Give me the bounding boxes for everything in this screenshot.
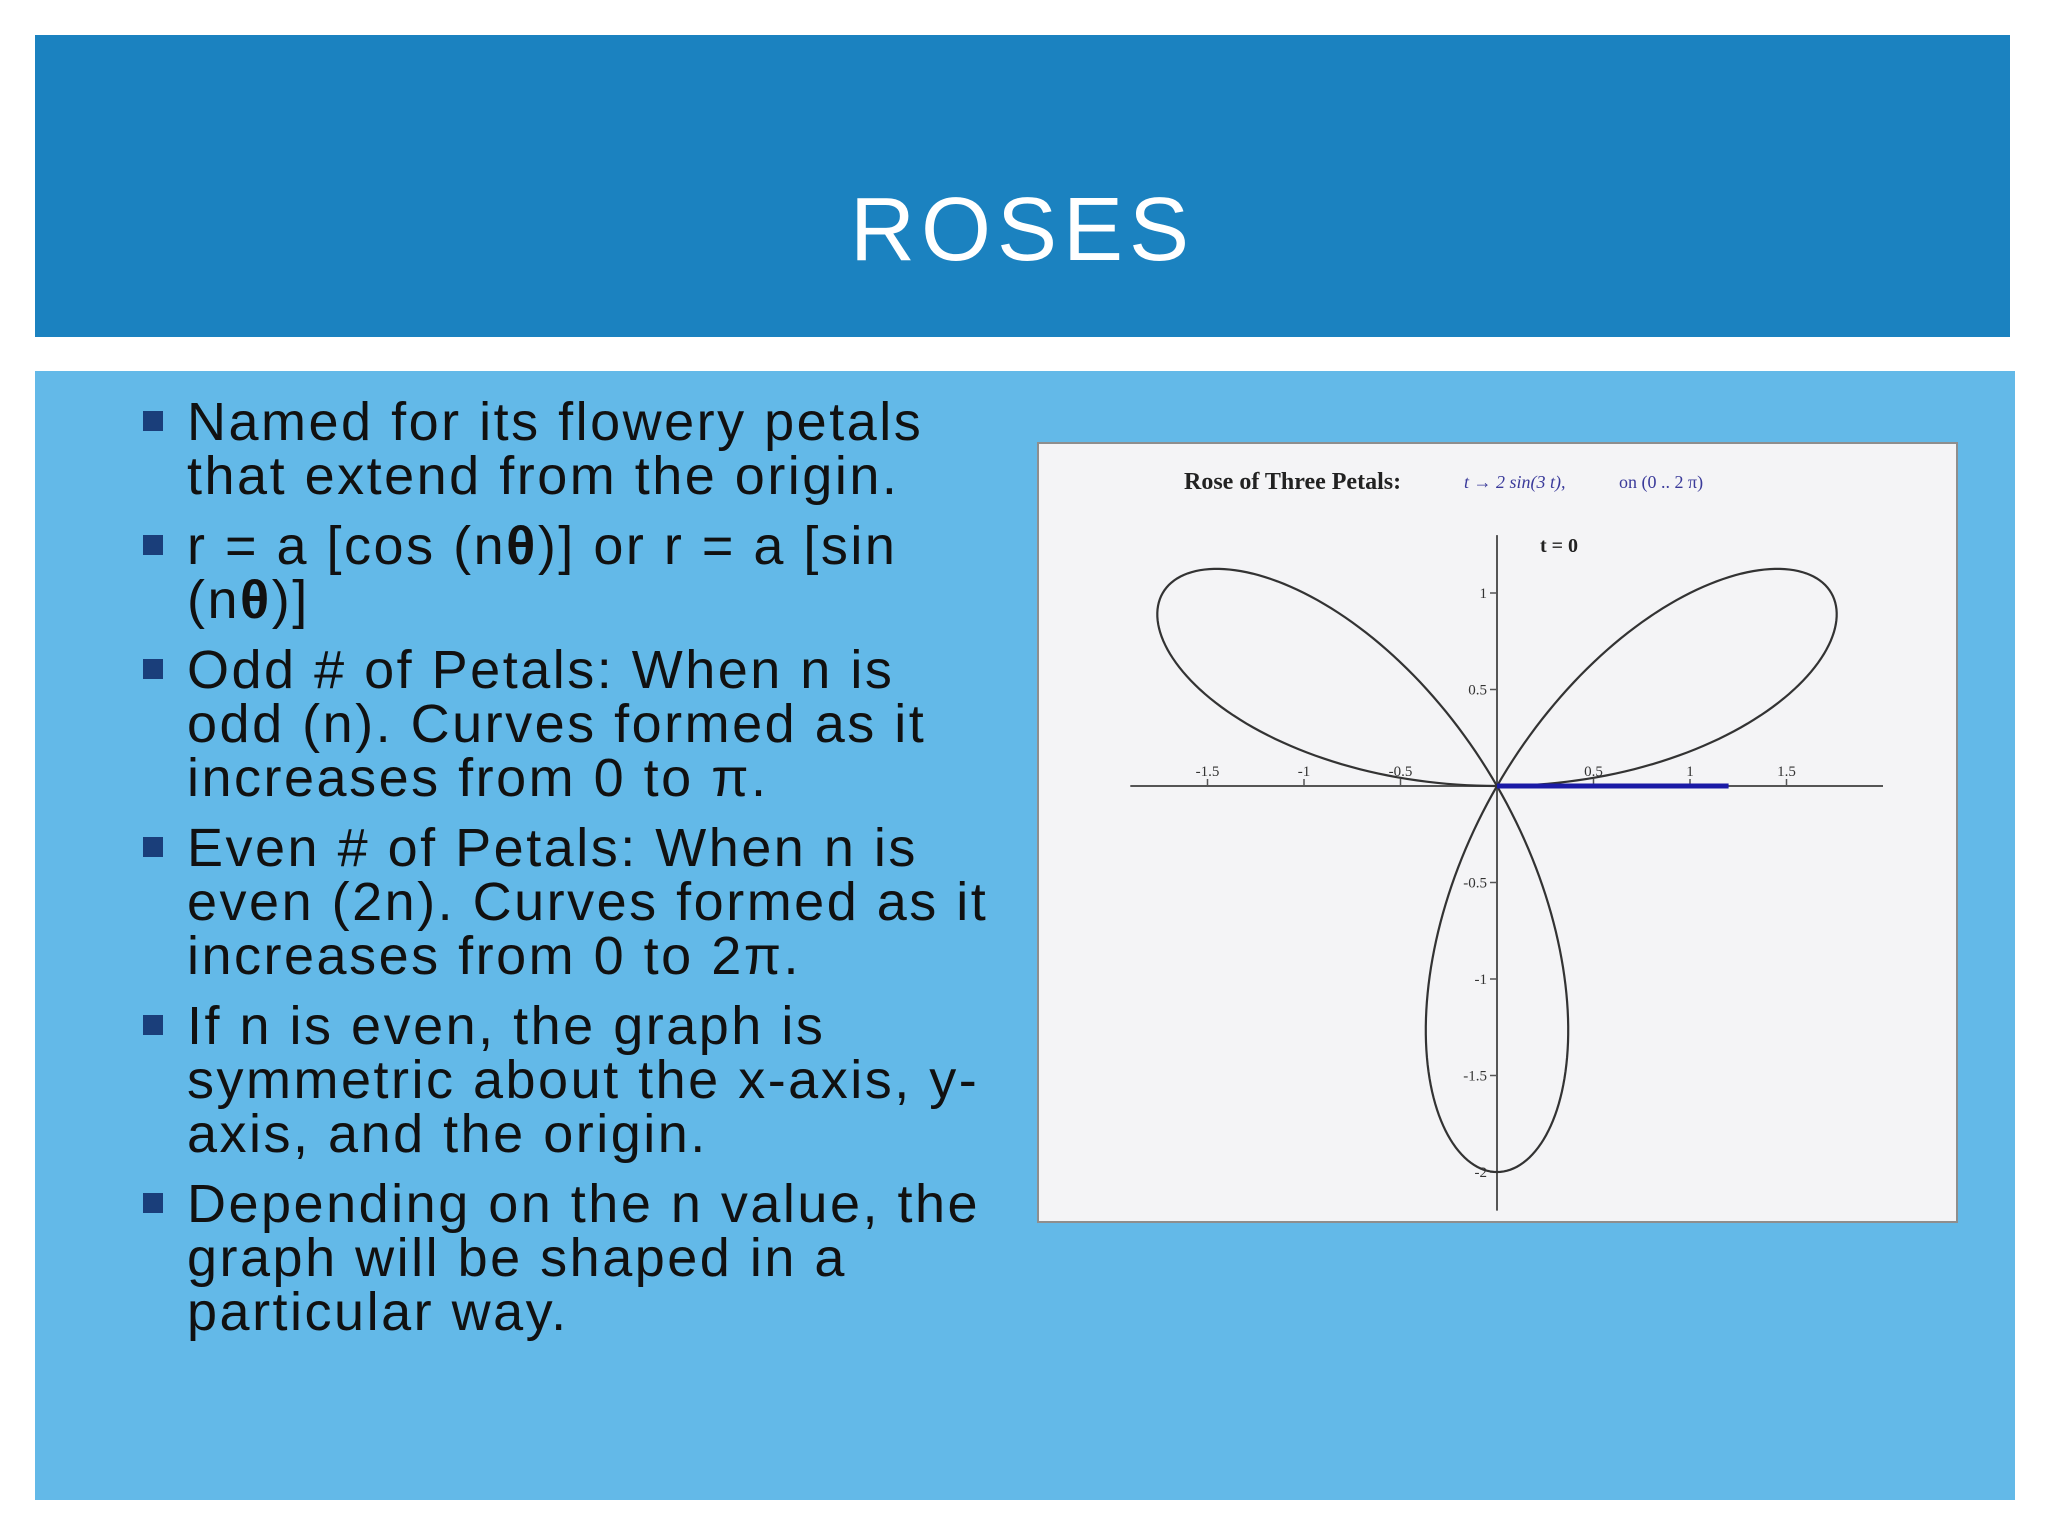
bullet-square-icon <box>143 1193 163 1213</box>
x-tick-label: 1.5 <box>1777 764 1796 780</box>
chart-title: Rose of Three Petals: <box>1184 469 1401 495</box>
x-tick-label: 1 <box>1686 764 1694 780</box>
bullet-text: θ <box>506 516 538 576</box>
bullet-text: )] <box>271 570 310 630</box>
bullet-text: )] or r = a [sin (n <box>187 516 898 630</box>
y-tick-label: -0.5 <box>1463 876 1487 892</box>
bullet-item: Odd # of Petals: When n is odd (n). Curv… <box>140 643 1000 805</box>
bullet-square-icon <box>143 1015 163 1035</box>
bullet-text: Even # of Petals: When n is even (2n). C… <box>187 818 989 986</box>
chart-formula: t → 2 sin(3 t), <box>1464 472 1566 493</box>
bullet-square-icon <box>143 659 163 679</box>
bullet-text: Odd # of Petals: When n is odd (n). Curv… <box>187 640 927 808</box>
y-tick-label: -1 <box>1475 972 1488 988</box>
bullet-item: If n is even, the graph is symmetric abo… <box>140 999 1000 1161</box>
bullet-text: θ <box>240 570 272 630</box>
bullet-square-icon <box>143 535 163 555</box>
x-tick-label: -1.5 <box>1196 764 1220 780</box>
bullet-item: Named for its flowery petals that extend… <box>140 395 1000 503</box>
x-tick-label: -1 <box>1298 764 1311 780</box>
y-tick-label: 1 <box>1480 586 1488 602</box>
bullet-square-icon <box>143 837 163 857</box>
chart-domain: on (0 .. 2 π) <box>1619 472 1703 493</box>
bullet-text: Depending on the n value, the graph will… <box>187 1174 981 1342</box>
y-tick-label: 0.5 <box>1468 683 1487 699</box>
chart-annotation: t = 0 <box>1540 535 1578 557</box>
bullet-list: Named for its flowery petals that extend… <box>140 395 1000 1355</box>
bullet-item: Depending on the n value, the graph will… <box>140 1177 1000 1339</box>
y-tick-label: -1.5 <box>1463 1069 1487 1085</box>
bullet-item: r = a [cos (nθ)] or r = a [sin (nθ)] <box>140 519 1000 627</box>
bullet-item: Even # of Petals: When n is even (2n). C… <box>140 821 1000 983</box>
bullet-text: Named for its flowery petals that extend… <box>187 392 924 506</box>
slide-title: ROSES <box>849 180 1196 280</box>
bullet-square-icon <box>143 411 163 431</box>
title-band: ROSES <box>35 35 2010 337</box>
bullet-text: r = a [cos (n <box>187 516 507 576</box>
bullet-text: If n is even, the graph is symmetric abo… <box>187 996 980 1164</box>
